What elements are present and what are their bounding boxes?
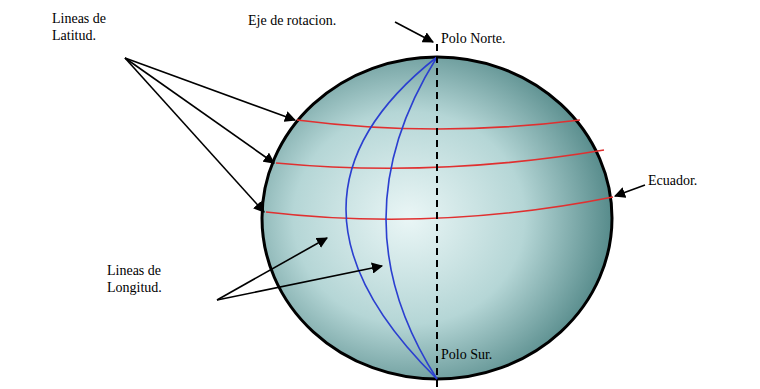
- equator-label: Ecuador.: [648, 172, 697, 189]
- axis-label: Eje de rotacion.: [248, 12, 336, 29]
- pole-label: Polo Sur.: [441, 346, 492, 363]
- latitude-lines: [266, 120, 613, 219]
- latitude-label: Lineas de Latitud.: [52, 10, 134, 44]
- longitude-label: Lineas de Longitud.: [107, 262, 197, 296]
- pole-label: Polo Norte.: [441, 30, 506, 47]
- rotation-axis: [436, 44, 438, 389]
- longitude-lines: [346, 57, 437, 379]
- leader-arrows: [125, 22, 645, 300]
